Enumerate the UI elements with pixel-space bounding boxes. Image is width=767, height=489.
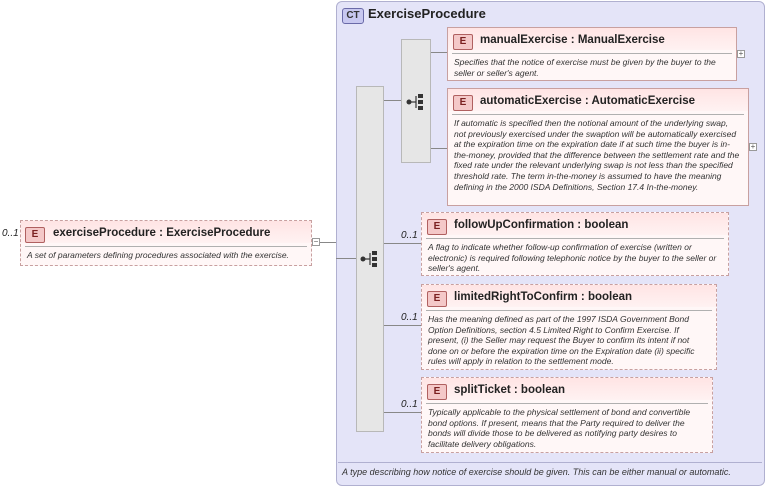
- element-badge: E: [25, 227, 45, 243]
- complex-type-divider: [338, 462, 762, 463]
- element-type-text: boolean: [520, 384, 566, 396]
- element-followUpConfirmation[interactable]: E followUpConfirmation : boolean A flag …: [421, 212, 729, 276]
- root-element-description: A set of parameters defining procedures …: [27, 250, 289, 260]
- element-followUpConfirmation-description: A flag to indicate whether follow-up con…: [428, 242, 717, 274]
- connector-line: [384, 243, 421, 244]
- root-cardinality: 0..1: [2, 228, 19, 239]
- collapse-icon[interactable]: −: [312, 237, 320, 246]
- type-separator: :: [513, 384, 518, 396]
- element-automaticExercise-description: If automatic is specified then the notio…: [454, 118, 740, 192]
- complex-type-title: ExerciseProcedure: [368, 6, 486, 21]
- element-splitTicket[interactable]: E splitTicket : boolean Typically applic…: [421, 377, 713, 453]
- element-divider: [452, 114, 744, 115]
- sequence-icon: [360, 251, 377, 267]
- element-automaticExercise-name: automaticExercise : AutomaticExercise: [480, 95, 695, 107]
- element-limitedRightToConfirm-name: limitedRightToConfirm : boolean: [454, 291, 632, 303]
- connector-line: [384, 325, 421, 326]
- element-name-text: splitTicket: [454, 384, 511, 396]
- element-divider: [25, 246, 307, 247]
- type-separator: :: [580, 291, 585, 303]
- type-separator: :: [584, 95, 589, 107]
- element-type-text: ExerciseProcedure: [166, 227, 271, 239]
- element-badge: E: [427, 219, 447, 235]
- element-badge: E: [453, 34, 473, 50]
- expand-icon[interactable]: +: [737, 49, 745, 58]
- root-element-exerciseProcedure[interactable]: E exerciseProcedure : ExerciseProcedure …: [20, 220, 312, 266]
- element-limitedRightToConfirm-description: Has the meaning defined as part of the 1…: [428, 314, 695, 367]
- element-manualExercise-name: manualExercise : ManualExercise: [480, 34, 665, 46]
- element-cardinality: 0..1: [401, 312, 418, 323]
- element-type-text: boolean: [584, 219, 629, 231]
- element-manualExercise[interactable]: E manualExercise : ManualExercise Specif…: [447, 27, 737, 81]
- element-splitTicket-name: splitTicket : boolean: [454, 384, 565, 396]
- element-name-text: exerciseProcedure: [53, 227, 156, 239]
- choice-icon: [406, 94, 423, 110]
- element-cardinality: 0..1: [401, 399, 418, 410]
- element-divider: [426, 403, 708, 404]
- element-cardinality: 0..1: [401, 230, 418, 241]
- element-badge: E: [427, 291, 447, 307]
- complex-type-badge: CT: [342, 8, 364, 24]
- element-badge: E: [453, 95, 473, 111]
- element-divider: [452, 53, 732, 54]
- element-automaticExercise[interactable]: E automaticExercise : AutomaticExercise …: [447, 88, 749, 206]
- connector-line: [336, 258, 356, 259]
- element-name-text: automaticExercise: [480, 95, 582, 107]
- connector-line: [384, 100, 401, 101]
- element-name-text: followUpConfirmation: [454, 219, 575, 231]
- complex-type-description: A type describing how notice of exercise…: [342, 467, 731, 477]
- type-separator: :: [577, 219, 582, 231]
- element-divider: [426, 238, 724, 239]
- element-manualExercise-description: Specifies that the notice of exercise mu…: [454, 57, 716, 78]
- element-splitTicket-description: Typically applicable to the physical set…: [428, 407, 691, 449]
- element-limitedRightToConfirm[interactable]: E limitedRightToConfirm : boolean Has th…: [421, 284, 717, 370]
- element-name-text: limitedRightToConfirm: [454, 291, 578, 303]
- connector-line: [384, 412, 421, 413]
- connector-line: [320, 242, 336, 243]
- connector-line: [431, 148, 447, 149]
- expand-icon[interactable]: +: [749, 142, 757, 151]
- element-badge: E: [427, 384, 447, 400]
- element-followUpConfirmation-name: followUpConfirmation : boolean: [454, 219, 628, 231]
- element-type-text: AutomaticExercise: [591, 95, 696, 107]
- element-type-text: ManualExercise: [577, 34, 665, 46]
- root-element-name: exerciseProcedure : ExerciseProcedure: [53, 227, 270, 239]
- connector-line: [431, 52, 447, 53]
- type-separator: :: [159, 227, 163, 239]
- element-name-text: manualExercise: [480, 34, 568, 46]
- type-separator: :: [570, 34, 575, 46]
- element-type-text: boolean: [587, 291, 633, 303]
- element-divider: [426, 310, 712, 311]
